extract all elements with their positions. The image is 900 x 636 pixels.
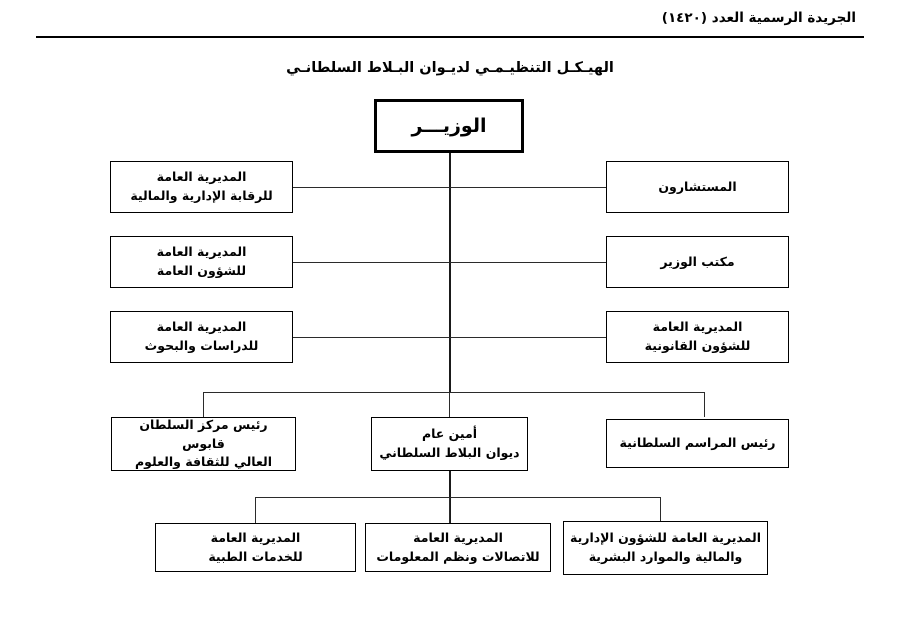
connector-drop-head-sqhc bbox=[203, 392, 205, 417]
node-dg-admin-financial-hr-label: المديرية العامة للشؤون الإدارية والمالية… bbox=[570, 530, 761, 564]
node-minister-office-label: مكتب الوزير bbox=[660, 253, 735, 269]
node-dg-medical-services[interactable]: المديرية العامة للخدمات الطبية bbox=[155, 523, 356, 572]
page-title: الهيـكـل التنظيـمـي لديـوان البـلاط السل… bbox=[286, 60, 614, 76]
gazette-issue-label: الجريدة الرسمية العدد (١٤٢٠) bbox=[661, 10, 856, 26]
connector-drop-medical-services bbox=[255, 497, 257, 523]
connector-drop-admin-financial-hr bbox=[660, 497, 662, 523]
connector-root-spine bbox=[449, 153, 451, 392]
connector-level-three-bus bbox=[255, 497, 661, 499]
node-dg-admin-financial-control[interactable]: المديرية العامة للرقابة الإدارية والمالي… bbox=[110, 161, 293, 213]
node-dg-admin-financial-control-label: المديرية العامة للرقابة الإدارية والمالي… bbox=[130, 169, 273, 203]
node-minister-office[interactable]: مكتب الوزير bbox=[606, 236, 789, 288]
node-secretary-general[interactable]: أمين عام ديوان البلاط السلطاني bbox=[371, 417, 528, 471]
connector-drop-communications-it bbox=[449, 497, 451, 523]
node-minister[interactable]: الوزيـــر bbox=[374, 99, 524, 153]
node-head-sqhc-label: رئيس مركز السلطان قابوس العالي للثقافة و… bbox=[134, 416, 273, 470]
node-advisors[interactable]: المستشارون bbox=[606, 161, 789, 213]
header-divider bbox=[36, 36, 864, 38]
document-header: الجريدة الرسمية العدد (١٤٢٠) bbox=[36, 10, 864, 40]
node-head-royal-protocol[interactable]: رئيس المراسم السلطانية bbox=[606, 419, 789, 468]
connector-drop-head-royal-protocol bbox=[704, 392, 706, 417]
node-head-sqhc[interactable]: رئيس مركز السلطان قابوس العالي للثقافة و… bbox=[111, 417, 296, 471]
node-dg-studies-research[interactable]: المديرية العامة للدراسات والبحوث bbox=[110, 311, 293, 363]
node-dg-communications-it-label: المديرية العامة للاتصالات ونظم المعلومات bbox=[376, 529, 540, 564]
node-dg-general-affairs[interactable]: المديرية العامة للشؤون العامة bbox=[110, 236, 293, 288]
connector-level-two-bus bbox=[203, 392, 705, 394]
node-secretary-general-label: أمين عام ديوان البلاط السلطاني bbox=[379, 426, 520, 460]
connector-staff-row-1 bbox=[293, 187, 606, 189]
node-advisors-label: المستشارون bbox=[658, 178, 737, 194]
node-head-royal-protocol-label: رئيس المراسم السلطانية bbox=[619, 435, 776, 451]
node-dg-communications-it[interactable]: المديرية العامة للاتصالات ونظم المعلومات bbox=[365, 523, 551, 572]
node-dg-medical-services-label: المديرية العامة للخدمات الطبية bbox=[208, 529, 303, 564]
node-dg-admin-financial-hr[interactable]: المديرية العامة للشؤون الإدارية والمالية… bbox=[563, 521, 768, 575]
node-minister-label: الوزيـــر bbox=[411, 114, 487, 137]
connector-drop-secretary-general bbox=[449, 392, 451, 417]
node-dg-general-affairs-label: المديرية العامة للشؤون العامة bbox=[156, 244, 247, 278]
connector-staff-row-3 bbox=[293, 337, 606, 339]
connector-staff-row-2 bbox=[293, 262, 606, 264]
node-dg-legal-affairs-label: المديرية العامة للشؤون القانونية bbox=[644, 319, 751, 353]
node-dg-legal-affairs[interactable]: المديرية العامة للشؤون القانونية bbox=[606, 311, 789, 363]
node-dg-studies-research-label: المديرية العامة للدراسات والبحوث bbox=[144, 319, 259, 353]
